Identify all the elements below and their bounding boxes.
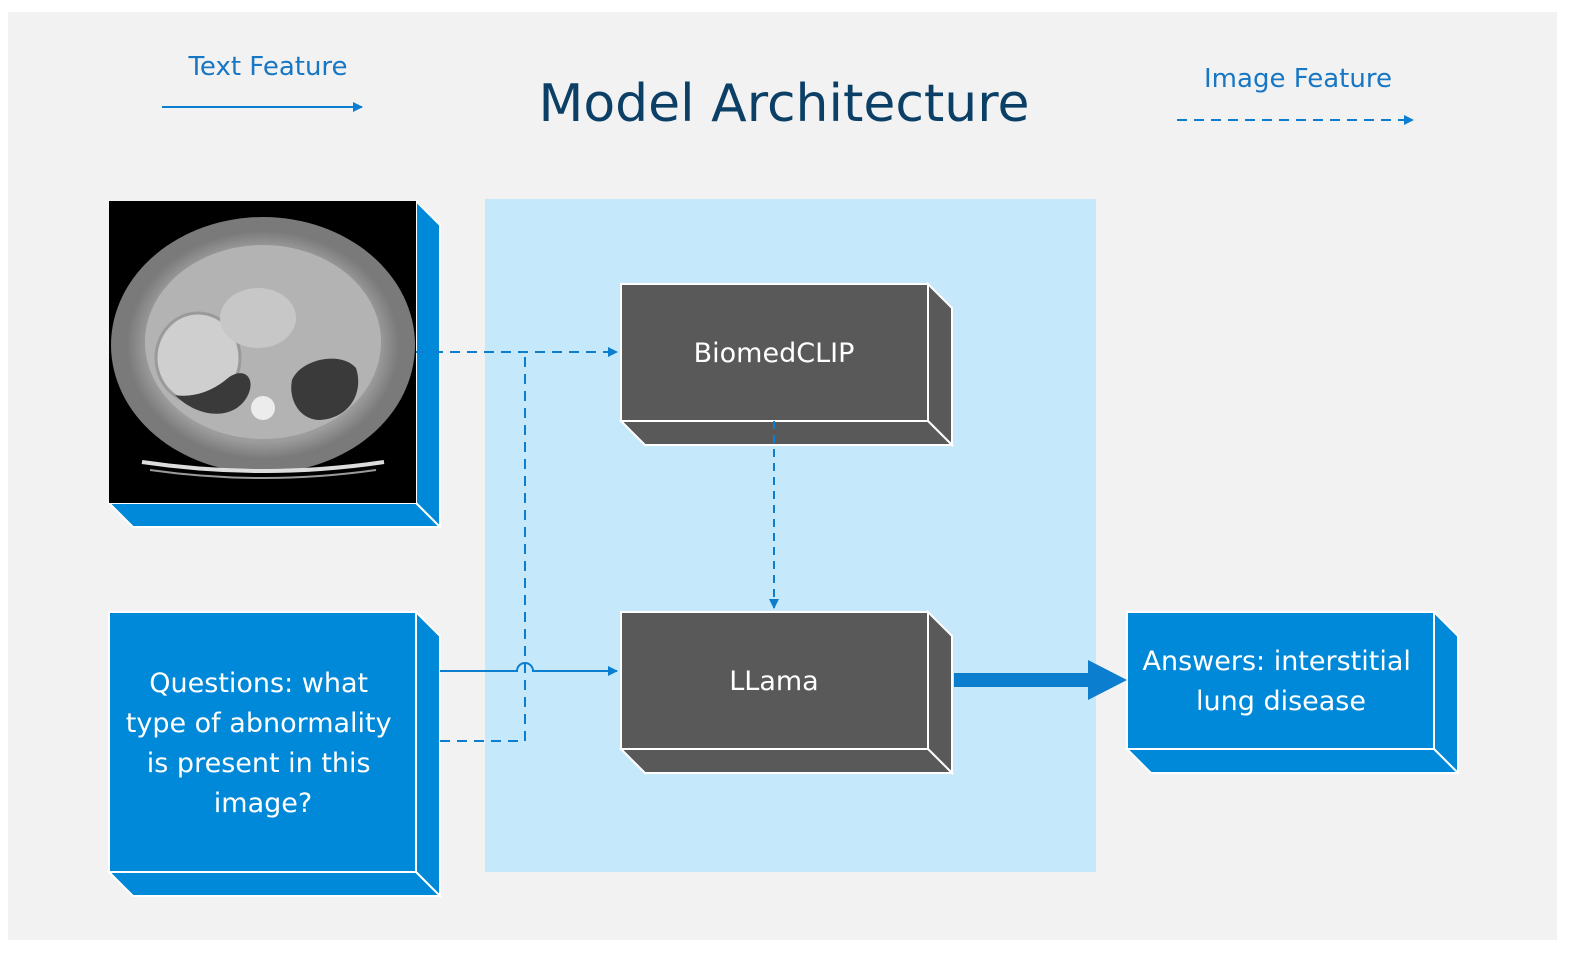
biomedclip-depth-bottom	[618, 420, 955, 446]
llama-depth-right	[927, 609, 953, 776]
ct-image-block	[106, 198, 443, 530]
question-line: is present in this	[147, 748, 371, 779]
answer-depth-right	[1433, 609, 1459, 776]
ct-scan-icon	[111, 217, 415, 479]
biomedclip-face	[620, 283, 929, 422]
legend-text-feature: Text Feature	[162, 52, 363, 112]
thick-arrow-shaft	[954, 673, 1090, 687]
answer-block: Answers: interstitial lung disease	[1124, 609, 1461, 776]
question-block: Questions: what type of abnormality is p…	[106, 609, 443, 899]
answer-depth-bottom	[1124, 748, 1461, 774]
biomedclip-label: BiomedCLIP	[694, 338, 855, 369]
answer-text: Answers: interstitial lung disease	[1143, 646, 1420, 717]
ct-organ	[220, 288, 296, 348]
legend-text-feature-label: Text Feature	[187, 52, 347, 82]
ct-table-line-2	[149, 469, 377, 479]
question-to-llama-solid-arrow	[440, 662, 618, 676]
ct-spine	[251, 396, 275, 420]
question-line: Questions: what	[149, 668, 368, 699]
llama-depth-bottom	[618, 748, 955, 774]
question-depth-right	[415, 609, 441, 899]
biomedclip-depth-right	[927, 281, 953, 448]
answer-line: lung disease	[1196, 686, 1366, 717]
question-line: image?	[214, 788, 312, 819]
biomedclip-block: BiomedCLIP	[618, 281, 955, 448]
question-face	[108, 611, 417, 873]
question-to-biomedclip-dashed-arrow	[440, 352, 526, 742]
answer-face	[1126, 611, 1435, 750]
page-title: Model Architecture	[538, 74, 1029, 134]
ct-lung-left	[175, 373, 251, 414]
ct-lung-right	[291, 358, 359, 420]
ct-image-depth-bottom	[106, 502, 443, 528]
llama-label: LLama	[729, 666, 818, 697]
question-depth-bottom	[106, 871, 443, 897]
answer-line: Answers: interstitial	[1143, 646, 1411, 677]
question-text: Questions: what type of abnormality is p…	[126, 668, 400, 819]
question-line: type of abnormality	[126, 708, 392, 739]
llama-to-answer-thick-arrow	[954, 660, 1127, 700]
legend-image-feature: Image Feature	[1177, 64, 1414, 125]
ct-image-depth-right	[415, 198, 441, 530]
llama-face	[620, 611, 929, 750]
legend-image-feature-label: Image Feature	[1204, 64, 1392, 94]
ct-table-line	[141, 460, 385, 473]
llama-block: LLama	[618, 609, 955, 776]
thick-arrow-head	[1088, 660, 1127, 700]
